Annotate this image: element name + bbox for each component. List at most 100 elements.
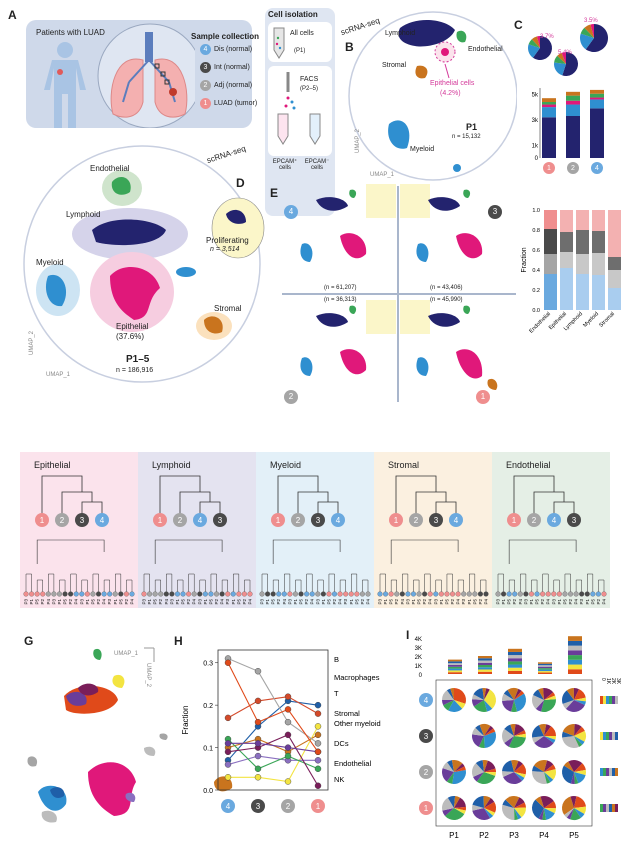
leaf-label: P1 xyxy=(321,599,326,605)
leaf-dot xyxy=(147,591,153,597)
stack-segment xyxy=(538,663,552,666)
panel-b-epithelial-pct: (4.2%) xyxy=(440,90,461,97)
data-point xyxy=(314,740,322,747)
row-badge xyxy=(419,765,433,779)
dendrogram-leaf-branch xyxy=(564,573,571,592)
data-point xyxy=(224,659,232,666)
x-category-badge xyxy=(311,799,325,813)
leaf-dot xyxy=(62,591,68,597)
leaf-dot xyxy=(584,591,590,597)
stack-segment xyxy=(448,665,462,667)
group-badge xyxy=(507,513,521,527)
side-tick-label: 1K xyxy=(605,678,611,685)
leaf-dot xyxy=(579,591,585,597)
dendrogram-leaf-branch xyxy=(221,579,228,592)
leaf-label: P5 xyxy=(90,599,95,605)
leaf-dot xyxy=(461,591,467,597)
stack-segment xyxy=(448,670,462,673)
side-stack-segment xyxy=(600,804,603,812)
pie-slice xyxy=(544,801,556,809)
group-label: 1 xyxy=(276,516,281,525)
y-tick-label: 3K xyxy=(415,646,422,652)
leaf-label: P3 xyxy=(315,599,320,605)
pie-slice xyxy=(484,772,496,776)
pie-slice xyxy=(472,727,484,736)
bar-segment xyxy=(542,102,556,105)
pie-slice xyxy=(570,772,575,784)
group-label: 3 xyxy=(80,516,85,525)
pie-slice xyxy=(542,808,547,820)
leaf-dot xyxy=(501,591,507,597)
leaf-label: P2 xyxy=(360,599,365,605)
pie-slice xyxy=(580,27,594,38)
pie-slice xyxy=(454,700,466,709)
leaf-label: P2 xyxy=(478,599,483,605)
dendrogram-leaf-branch xyxy=(469,573,476,592)
leaf-label: P3 xyxy=(461,599,466,605)
x-tick-label: 4 xyxy=(226,802,231,811)
data-point xyxy=(314,723,322,730)
pie-slice xyxy=(574,697,586,702)
pie-slice xyxy=(484,689,496,709)
group-badge xyxy=(291,513,305,527)
bar-segment xyxy=(576,230,589,254)
stack-segment xyxy=(448,661,462,664)
group-label: 3 xyxy=(218,516,223,525)
group-badge xyxy=(55,513,69,527)
pie-slice xyxy=(473,700,488,712)
leaf-dot xyxy=(422,591,428,597)
pie-slice xyxy=(514,807,526,818)
sample-number-badge: 1 xyxy=(200,98,211,109)
leaf-label: P1 xyxy=(203,599,208,605)
leaf-label: P1 xyxy=(467,599,472,605)
leaf-label: P2 xyxy=(394,599,399,605)
panel-d-myeloid: Myeloid xyxy=(36,258,64,267)
leaf-label: P3 xyxy=(343,599,348,605)
category-label: 4 xyxy=(595,165,599,172)
group-badge xyxy=(35,513,49,527)
leaf-dot xyxy=(551,591,557,597)
leaf-dot xyxy=(213,591,220,597)
dendrogram-leaf-branch xyxy=(126,579,133,592)
leaf-label: P1 xyxy=(147,599,152,605)
leaf-dot xyxy=(236,591,242,597)
pie-slice xyxy=(504,736,514,747)
panel-b-umap1: UMAP_1 xyxy=(370,172,395,178)
pie-slice xyxy=(502,804,515,820)
column-label: P2 xyxy=(479,831,489,838)
dendrogram-leaf-branch xyxy=(457,579,464,592)
leaf-label: P4 xyxy=(602,599,607,605)
bar-segment xyxy=(566,104,580,116)
x-tick-label: Endothelial xyxy=(528,311,551,334)
leaf-dot xyxy=(163,591,169,597)
pie-slice xyxy=(531,36,540,48)
pie-slice xyxy=(532,765,544,772)
pie-slice xyxy=(544,769,556,780)
leaf-dot xyxy=(326,591,332,597)
bar-segment xyxy=(608,210,621,257)
leaf-label: P2 xyxy=(40,599,45,605)
pie-slice xyxy=(451,760,463,772)
stack-segment xyxy=(568,655,582,660)
group-label: 3 xyxy=(316,516,321,525)
leaf-dot xyxy=(556,591,562,597)
leaf-label: P3 xyxy=(496,599,501,605)
bar-segment xyxy=(544,229,557,254)
pie-slice xyxy=(482,760,488,772)
leaf-label: P4 xyxy=(102,599,107,605)
pie-slice xyxy=(442,700,454,706)
pie-slice xyxy=(514,760,523,772)
stack-segment xyxy=(538,671,552,673)
leaf-label: P2 xyxy=(422,599,427,605)
pie-slice xyxy=(574,808,585,818)
pie-slice xyxy=(580,33,594,50)
pie-slice xyxy=(473,772,484,782)
bar-segment xyxy=(590,93,604,98)
sample-name: LUAD (tumor) xyxy=(214,100,258,107)
pie-slice xyxy=(473,688,484,700)
pie-slice xyxy=(446,772,454,784)
stack-segment xyxy=(448,672,462,674)
